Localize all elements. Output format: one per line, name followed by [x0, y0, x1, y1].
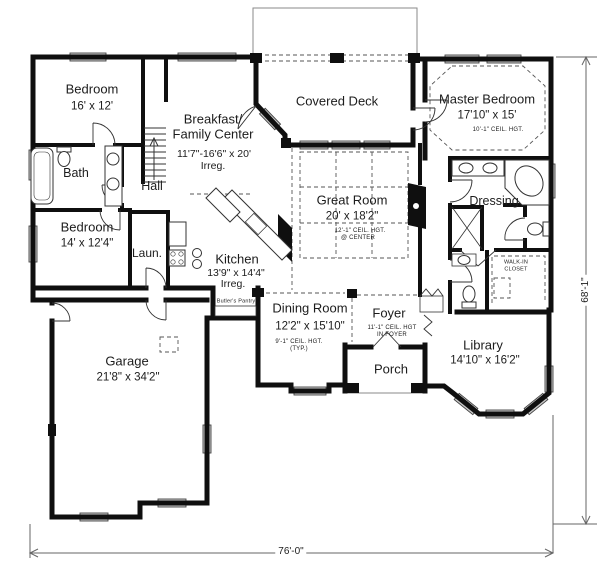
- door-bedroom1: [92, 122, 116, 146]
- door-garage-entry: [51, 302, 71, 322]
- dining-column-east: [347, 289, 357, 298]
- label-bedroom2-dims: 14' x 12'4": [60, 237, 114, 250]
- stairs: [144, 127, 166, 183]
- label-dining-ceiling2: (TYP.): [290, 346, 308, 352]
- kitchen-sink: [244, 212, 268, 236]
- deck-post-left: [250, 53, 262, 63]
- door-front-double: [372, 331, 402, 348]
- label-foyer-ceiling2: IN FOYER: [377, 332, 407, 338]
- label-breakfast-note: Irreg.: [200, 159, 226, 172]
- label-laundry: Laun.: [131, 246, 163, 260]
- label-bath: Bath: [63, 165, 89, 180]
- label-butlers-pantry: Butler's Pantry: [216, 298, 256, 305]
- door-bedroom2: [99, 209, 121, 231]
- label-master-ceiling: 10'-1" CEIL. HGT.: [472, 127, 524, 133]
- shower-glass: [451, 206, 483, 250]
- refrigerator: [168, 221, 187, 247]
- door-laundry: [145, 267, 167, 289]
- exterior-walls: [30, 54, 554, 520]
- pantry-counter: [214, 305, 257, 317]
- toilet-bath: [57, 151, 71, 167]
- toilet-tank-niche: [542, 221, 550, 237]
- door-library-symbol: [423, 314, 433, 337]
- deck-post-corner: [281, 138, 291, 148]
- label-hall: Hall: [141, 178, 163, 193]
- door-dressing: [449, 179, 473, 203]
- door-toilet-niche: [504, 217, 526, 241]
- foyer-closet: [419, 295, 444, 313]
- toilet-niche-bowl: [527, 222, 543, 236]
- label-breakfast-name1: Breakfast/: [183, 111, 243, 127]
- label-bedroom2-name: Bedroom: [60, 219, 114, 235]
- deck-post-center: [330, 53, 344, 63]
- label-kitchen-dims: 13'9" x 14'4": [207, 266, 265, 279]
- label-garage-name: Garage: [105, 353, 149, 369]
- dining-column-west: [252, 288, 264, 297]
- kitchen-counter: [205, 187, 241, 223]
- sink-dressing-1: [458, 162, 474, 174]
- label-porch: Porch: [374, 361, 408, 377]
- sink-bath-2: [106, 177, 120, 191]
- door-master: [424, 99, 448, 123]
- closet-shelving-dashed: [491, 255, 546, 303]
- fixtures: [30, 145, 550, 317]
- door-deck-french: [237, 105, 257, 130]
- label-master-dims: 17'10" x 15': [457, 109, 517, 122]
- wall-oven-1: [192, 248, 202, 258]
- label-great-room-name: Great Room: [316, 192, 388, 208]
- label-kitchen-name: Kitchen: [215, 251, 259, 267]
- label-bedroom1-dims: 16' x 12': [70, 100, 114, 113]
- label-master-name: Master Bedroom: [438, 91, 536, 107]
- door-garage-mud: [145, 299, 167, 321]
- label-walkin-closet1: WALK-IN: [503, 259, 529, 266]
- master-tray-ceiling-dashed: [429, 65, 546, 151]
- label-great-room-ceiling1: 12'-1" CEIL. HGT.: [334, 228, 386, 234]
- label-bedroom1-name: Bedroom: [65, 81, 119, 97]
- toilet-powder: [462, 285, 476, 303]
- label-dining-dims: 12'2" x 15'10": [275, 320, 345, 333]
- label-great-room-ceiling2: @ CENTER: [340, 235, 376, 241]
- label-breakfast-name2: Family Center: [172, 126, 254, 142]
- label-covered-deck: Covered Deck: [295, 93, 379, 109]
- sink-powder: [457, 255, 471, 265]
- label-dining-ceiling1: 9'-1" CEIL. HGT.: [275, 339, 323, 345]
- sink-bath-1: [106, 152, 120, 166]
- dimension-overall-width: 76'-0": [275, 547, 307, 557]
- garage-wall-jog: [48, 424, 56, 436]
- label-great-room-dims: 20' x 18'2": [325, 210, 379, 223]
- label-library-name: Library: [463, 337, 503, 353]
- label-breakfast-dims: 11'7"-16'6" x 20': [177, 147, 251, 160]
- dimension-overall-height: 68'-1": [580, 274, 591, 306]
- label-kitchen-note: Irreg.: [220, 277, 246, 290]
- porch-post-right: [411, 383, 425, 393]
- wall-oven-2: [192, 259, 202, 269]
- garage-attic-access: [159, 336, 179, 353]
- porch-post-left: [345, 383, 359, 393]
- fireplace-detail: [413, 203, 419, 209]
- label-garage-dims: 21'8" x 34'2": [96, 371, 160, 384]
- corner-tub: [514, 165, 544, 197]
- label-dining-name: Dining Room: [272, 300, 348, 316]
- label-dressing: Dressing: [469, 193, 519, 208]
- label-walkin-closet2: CLOSET: [504, 266, 528, 273]
- door-foyer-closet-bifold: [419, 288, 444, 297]
- label-foyer-name: Foyer: [372, 305, 406, 321]
- label-library-dims: 14'10" x 16'2": [450, 354, 520, 367]
- door-deck-hall: [412, 107, 436, 131]
- toilet-tank-powder: [461, 301, 477, 309]
- sink-dressing-2: [482, 162, 498, 174]
- deck-post-right: [408, 53, 420, 63]
- label-foyer-ceiling1: 11'-1" CEIL. HGT: [367, 325, 417, 331]
